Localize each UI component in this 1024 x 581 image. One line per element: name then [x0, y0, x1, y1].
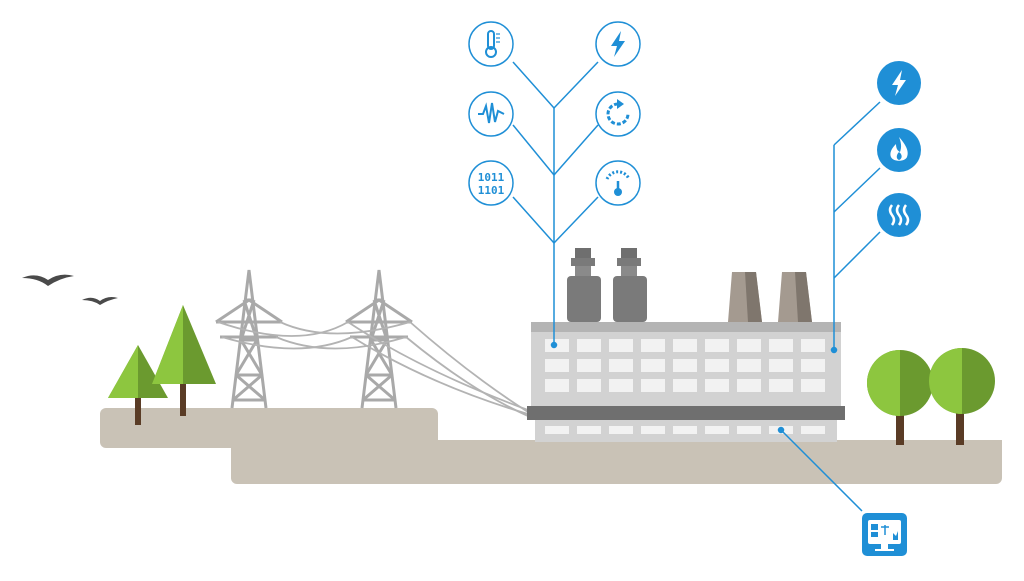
- ground: [100, 408, 1002, 484]
- factory-window: [705, 379, 729, 392]
- waveform-icon: [468, 91, 514, 137]
- factory-window: [705, 339, 729, 352]
- factory-window: [737, 339, 761, 352]
- output-icons: [877, 61, 921, 237]
- factory: [527, 248, 845, 442]
- ground-upper-right: [430, 440, 1002, 448]
- binary-data-icon: 1011 1101: [468, 160, 514, 206]
- factory-window-lower: [801, 426, 825, 434]
- factory-window: [737, 379, 761, 392]
- gas-stack-left: [567, 248, 601, 322]
- thermometer-icon: [468, 21, 514, 67]
- transmission-tower-left: [215, 269, 283, 409]
- factory-window-lower: [673, 426, 697, 434]
- power-cables: [217, 321, 529, 417]
- factory-window: [641, 359, 665, 372]
- transmission-tower-right: [345, 269, 413, 409]
- electricity-icon: [877, 61, 921, 105]
- round-trees: [867, 348, 995, 445]
- factory-window: [577, 379, 601, 392]
- pressure-gauge-icon: [595, 160, 641, 206]
- refresh-cycle-icon: [595, 91, 641, 137]
- factory-window-lower: [641, 426, 665, 434]
- factory-window: [769, 339, 793, 352]
- factory-window-lower: [705, 426, 729, 434]
- bird-large: [22, 274, 74, 286]
- factory-window: [769, 359, 793, 372]
- factory-window: [641, 379, 665, 392]
- pine-trees: [108, 305, 216, 425]
- control-monitor-icon: [862, 513, 907, 556]
- factory-band: [527, 406, 845, 420]
- output-connectors: [830, 101, 881, 354]
- factory-window: [801, 339, 825, 352]
- sensor-icons: 1011 1101: [468, 21, 641, 206]
- factory-window: [609, 339, 633, 352]
- chimney-right: [778, 272, 812, 322]
- factory-window: [545, 359, 569, 372]
- lightning-icon: [595, 21, 641, 67]
- bird-small: [82, 297, 118, 305]
- birds: [22, 274, 118, 305]
- heat-icon: [877, 193, 921, 237]
- ground-upper-left: [100, 408, 438, 448]
- factory-window: [577, 359, 601, 372]
- factory-window-lower: [737, 426, 761, 434]
- factory-window: [577, 339, 601, 352]
- factory-window: [705, 359, 729, 372]
- factory-window: [737, 359, 761, 372]
- monitor-connector: [777, 426, 863, 512]
- factory-window: [673, 379, 697, 392]
- factory-window-lower: [577, 426, 601, 434]
- factory-window: [673, 339, 697, 352]
- factory-window-lower: [545, 426, 569, 434]
- factory-window: [769, 379, 793, 392]
- factory-window: [641, 339, 665, 352]
- factory-window: [609, 379, 633, 392]
- ground-lower: [231, 440, 1002, 484]
- factory-window: [801, 379, 825, 392]
- factory-window-lower: [609, 426, 633, 434]
- factory-window: [609, 359, 633, 372]
- flame-icon: [877, 128, 921, 172]
- factory-window: [801, 359, 825, 372]
- svg-text:1101: 1101: [478, 184, 505, 197]
- sensor-connectors: [512, 61, 599, 349]
- factory-window: [545, 379, 569, 392]
- factory-windows: [545, 339, 825, 434]
- svg-text:1011: 1011: [478, 171, 505, 184]
- gas-stack-right: [613, 248, 647, 322]
- factory-window: [673, 359, 697, 372]
- chimney-left: [728, 272, 762, 322]
